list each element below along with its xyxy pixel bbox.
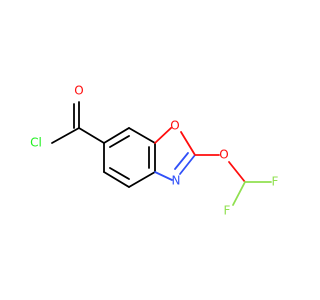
- ether-oxygen-label: O: [219, 148, 228, 162]
- nitrogen-label: N: [172, 174, 181, 188]
- bond-ring-n-3: [174, 152, 189, 170]
- chlorine-label: Cl: [30, 136, 42, 150]
- fluorine-bottom-label: F: [224, 204, 231, 218]
- carbonyl-oxygen-label: O: [74, 84, 83, 98]
- bond-ring-6: [103, 127, 130, 144]
- bond-ring-n-1: [154, 171, 173, 181]
- ring-oxygen-label: O: [170, 119, 179, 133]
- fluorine-top-label: F: [272, 175, 279, 189]
- bond-oether-ch: [228, 161, 246, 183]
- molecule-structure: Cl O O N O F F: [30, 84, 279, 218]
- molecule-canvas: Cl O O N O F F: [30, 83, 279, 218]
- bond-c-cl: [51, 127, 80, 144]
- bond-ring-5: [128, 127, 156, 144]
- bond-ring-o-2: [180, 131, 196, 156]
- bond-ch-f-bottom: [232, 181, 246, 206]
- bond-ring-2: [103, 171, 130, 188]
- bond-ring-o-1: [154, 127, 172, 144]
- bond-ring-3: [128, 171, 156, 188]
- bond-ring-n-2: [179, 154, 196, 175]
- bond-ring-inner-1: [109, 167, 130, 180]
- bond-carbonyl-to-ring: [78, 127, 105, 144]
- bond-ring-inner-3: [109, 135, 130, 148]
